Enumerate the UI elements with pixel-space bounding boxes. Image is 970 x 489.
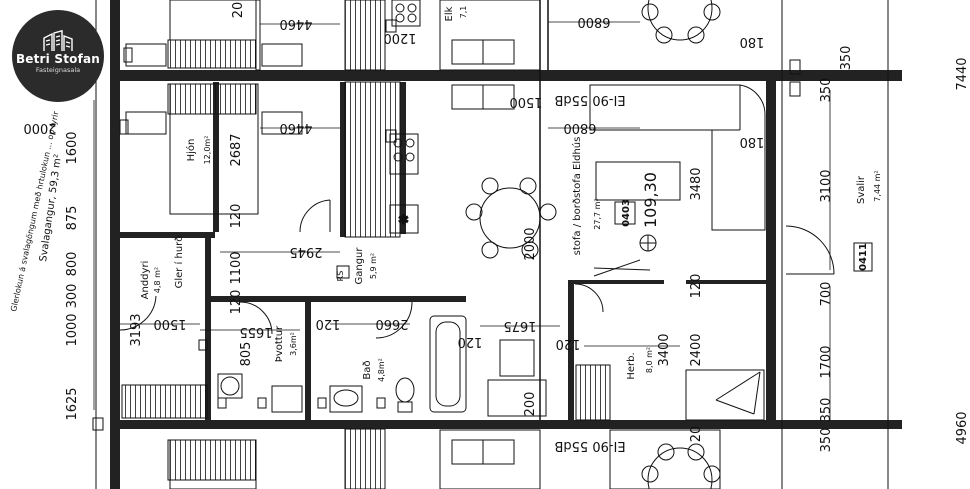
room-stofa-name: stofa / borðstofa Eldhús: [571, 137, 583, 256]
dim-875: 875: [65, 206, 80, 231]
logo-tagline: Fasteignasala: [35, 66, 81, 74]
room-andyri-name: Anddyri: [140, 261, 151, 300]
dim-1100: 1100: [229, 251, 244, 284]
room-glerhurd: Gler í hurð: [173, 236, 185, 289]
room-bad-name: Bað: [362, 360, 373, 379]
dim-2660: 2660: [375, 316, 408, 331]
room-stofa-area: 27,7 m²: [593, 198, 602, 229]
dim-2400: 2400: [689, 333, 704, 366]
dim-20-a: 20: [689, 426, 704, 443]
room-herb-name: Herb.: [626, 352, 637, 379]
room-hjon-area: 12,0m²: [203, 136, 212, 165]
dim-300: 300: [65, 284, 80, 309]
room-thvottur-area: 3,6m²: [289, 332, 298, 356]
room-hjon-dim: 2687: [229, 133, 244, 166]
dim-20-b: 20: [231, 2, 246, 19]
tag-0403-value: 109,30: [641, 172, 660, 228]
dim-120-c: 120: [316, 316, 341, 331]
dim-1655: 1655: [239, 324, 272, 339]
dim-350-c: 350: [819, 398, 834, 423]
dim-3100: 3100: [819, 169, 834, 202]
ei-label-bottom: EI-90 55dB: [554, 438, 625, 453]
tag-0403: 0403: [621, 199, 632, 227]
dim-4960: 4960: [955, 411, 970, 444]
ei-label-top: EI-90 55dB: [554, 92, 625, 107]
betri-stofan-logo: Betri Stofan Fasteignasala: [12, 10, 104, 102]
dim-2945: 2945: [289, 244, 322, 259]
room-hjon-name: Hjón: [185, 139, 197, 162]
dim-1600: 1600: [65, 131, 80, 164]
svg-text:✱: ✱: [398, 213, 409, 228]
dim-6800-mid: 6800: [563, 120, 596, 135]
dim-1675: 1675: [503, 318, 536, 333]
dim-7440: 7440: [955, 57, 970, 90]
room-bad-area: 4,8m²: [377, 358, 386, 382]
dim-1700: 1700: [819, 345, 834, 378]
walls: [95, 0, 902, 489]
dim-120-f: 120: [556, 336, 581, 351]
dim-700: 700: [819, 282, 834, 307]
dim-1625: 1625: [65, 387, 80, 420]
dim-1500: 1500: [153, 316, 186, 331]
tag-0411: 0411: [858, 243, 869, 271]
dim-800: 800: [65, 252, 80, 277]
dim-350-a: 350: [839, 46, 854, 71]
dim-6800-top: 6800: [577, 14, 610, 29]
dim-1200: 1200: [383, 30, 416, 45]
dim-4460-top: 4460: [279, 16, 312, 31]
wall-bottom: [112, 420, 902, 429]
room-elk-name: Elk: [444, 6, 455, 21]
dim-200: 200: [523, 392, 538, 417]
dim-3193: 3193: [129, 313, 144, 346]
dim-2000-left: 2000: [23, 120, 56, 135]
dim-120-e: 120: [689, 274, 704, 299]
dim-4460-mid: 4460: [279, 120, 312, 135]
room-gangur-name: Gangur: [354, 247, 365, 285]
dim-3400: 3400: [657, 333, 672, 366]
dim-350-b: 350: [819, 78, 834, 103]
logo-name: Betri Stofan: [15, 52, 101, 66]
dim-120-d: 120: [458, 334, 483, 349]
room-svalir-name: Svalir: [856, 175, 867, 204]
room-gangur-tag: RS: [336, 271, 345, 282]
dim-1500b: 1500: [509, 94, 542, 109]
dim-120-a: 120: [229, 204, 244, 229]
wall-left: [110, 0, 120, 489]
room-herb-area: 8,0 m²: [645, 347, 654, 373]
dim-350-d: 350: [819, 428, 834, 453]
dim-2000-v: 2000: [523, 227, 538, 260]
wall-right: [766, 75, 776, 427]
dim-1000: 1000: [65, 313, 80, 346]
room-elk-area: 7,1: [459, 6, 468, 19]
dim-180-mid: 180: [740, 134, 765, 149]
room-gangur-area: 5,9 m²: [369, 253, 378, 279]
room-svalir-area: 7,44 m²: [873, 170, 882, 201]
wall-top: [112, 70, 902, 81]
room-andyri-area: 4,8 m²: [153, 267, 162, 293]
room-thvottur-name: Þvottur: [274, 325, 285, 362]
dim-180-top: 180: [740, 34, 765, 49]
dim-3480: 3480: [689, 167, 704, 200]
buildings-icon: [43, 30, 73, 51]
dim-805: 805: [239, 342, 254, 367]
dim-120-b: 120: [229, 290, 244, 315]
